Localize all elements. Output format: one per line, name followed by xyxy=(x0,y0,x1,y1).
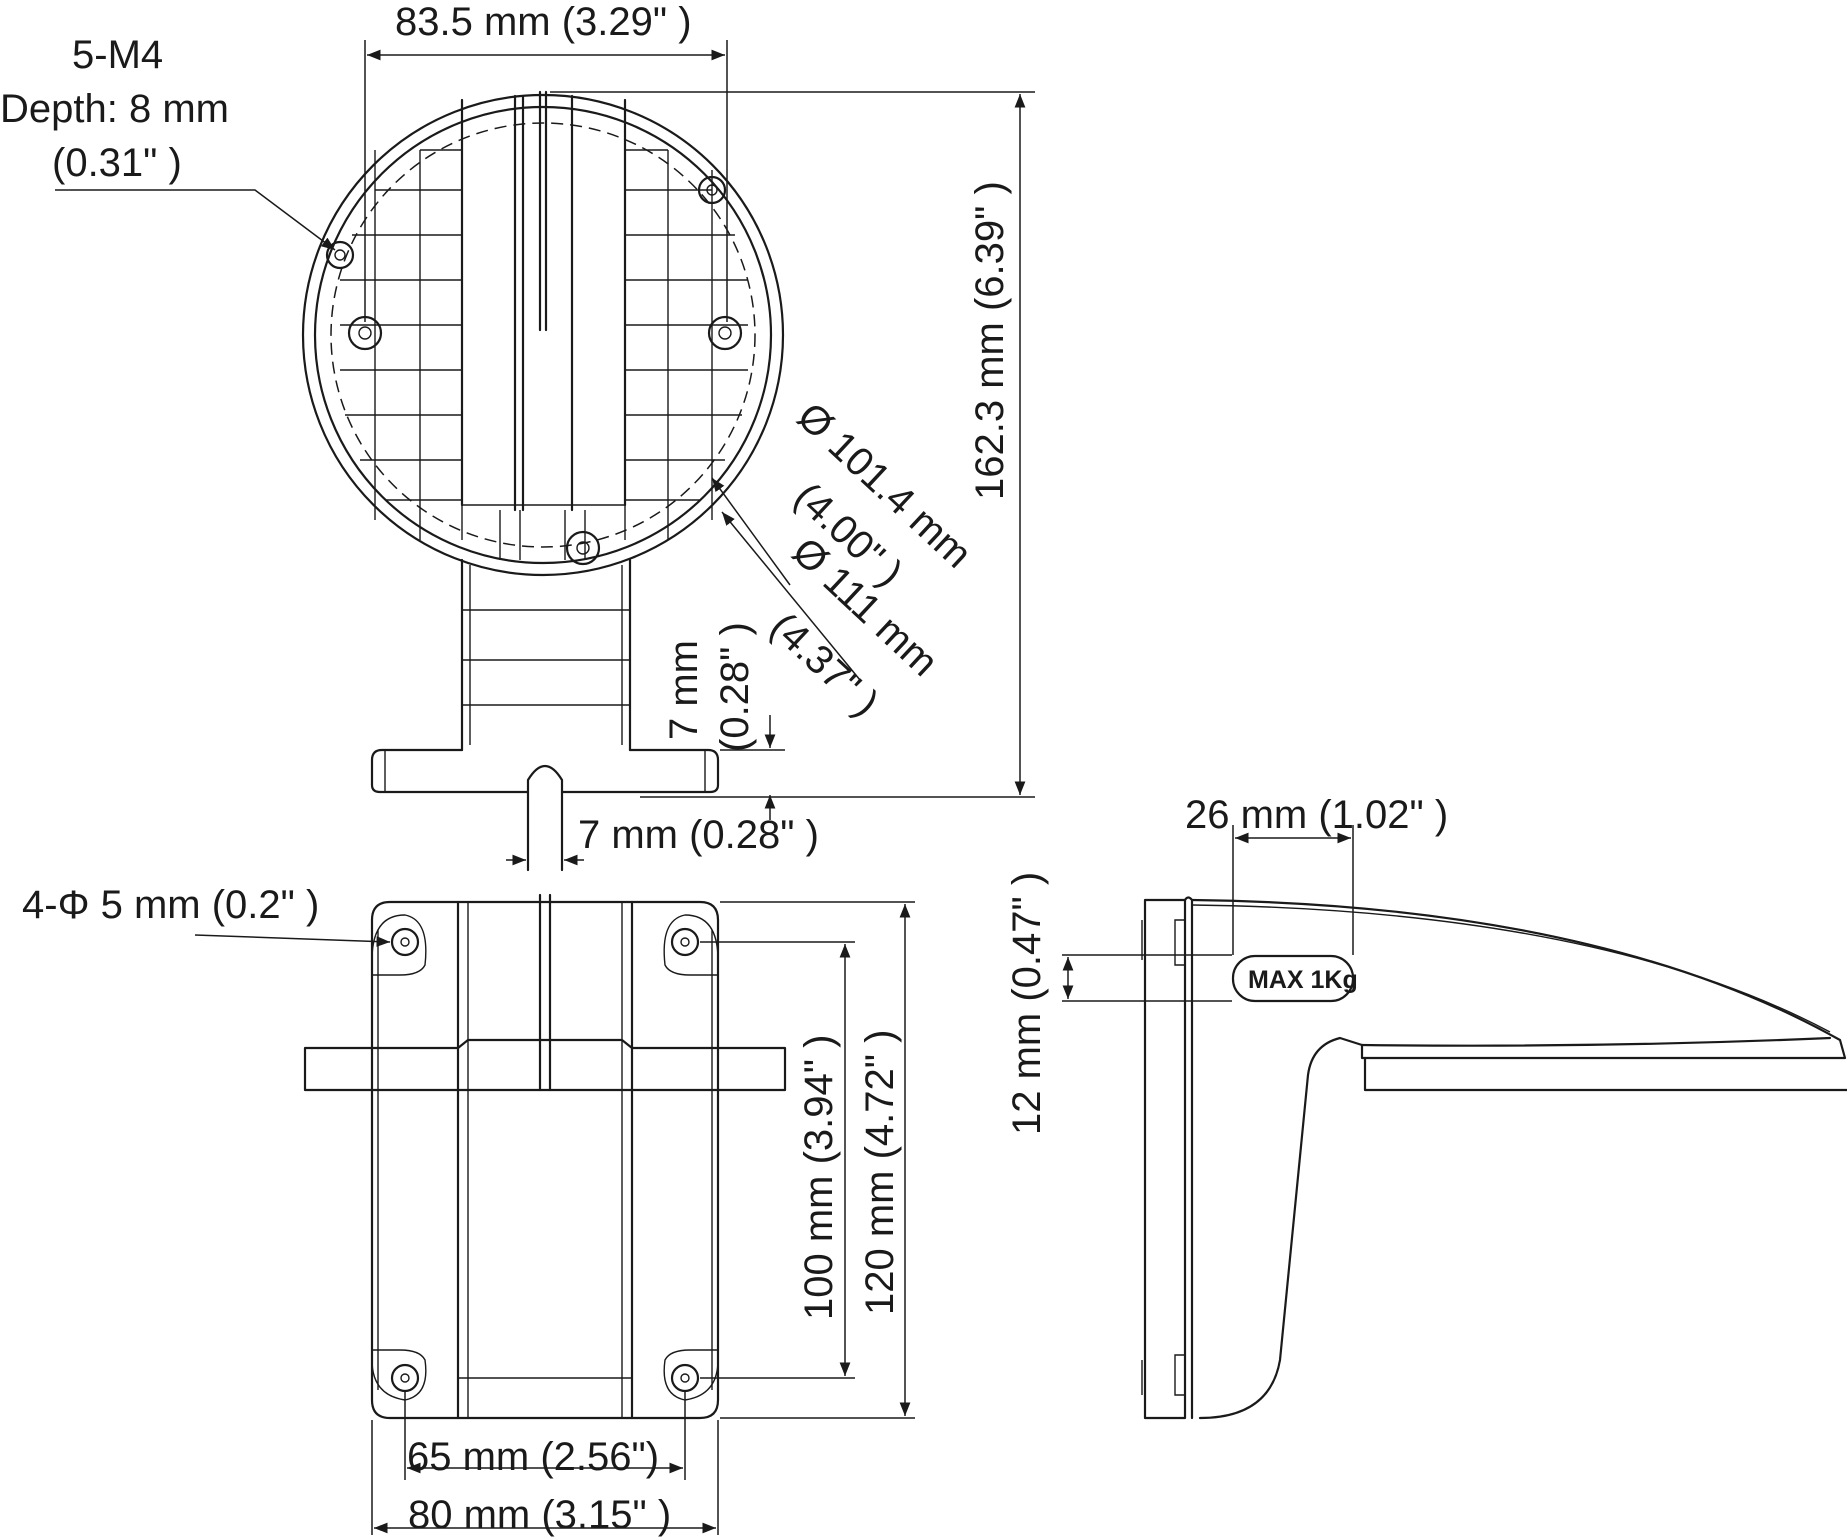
plate-width-label: 80 mm (3.15" ) xyxy=(408,1493,671,1537)
total-height-label: 162.3 mm (6.39" ) xyxy=(968,181,1012,500)
thread-depth-label: Depth: 8 mm xyxy=(0,87,229,131)
base-thickness-label: 7 mm xyxy=(662,640,706,740)
hole-spacing-v-label: 100 mm (3.94" ) xyxy=(797,1035,841,1320)
right-rib-grid xyxy=(624,149,748,540)
front-view: 4-Φ 5 mm (0.2" ) 100 mm (3.94" ) 120 mm … xyxy=(22,883,915,1537)
top-width-label: 83.5 mm (3.29" ) xyxy=(395,0,692,44)
outer-circle xyxy=(301,93,785,577)
crossbar xyxy=(303,1038,787,1092)
badge-width-label: 26 mm (1.02" ) xyxy=(1185,793,1448,837)
inner-circle xyxy=(313,105,773,565)
hole-spacing-h-label: 65 mm (2.56") xyxy=(407,1435,659,1479)
wall-plate xyxy=(370,900,720,1420)
pitch-circle xyxy=(330,122,756,548)
plate-height-label: 120 mm (4.72" ) xyxy=(858,1030,902,1315)
side-view: MAX 1Kg 26 mm (1.02" ) 12 mm (0.47" ) xyxy=(1005,793,1847,1420)
foot-plate xyxy=(370,748,720,872)
m4-holes xyxy=(325,175,743,566)
load-badge-label: MAX 1Kg xyxy=(1248,966,1358,994)
thread-spec-label: 5-M4 xyxy=(72,33,163,77)
load-badge xyxy=(1231,954,1355,1003)
slot-width-label: 7 mm (0.28" ) xyxy=(578,813,819,857)
holes-label: 4-Φ 5 mm (0.2" ) xyxy=(22,883,319,927)
top-view: 83.5 mm (3.29" ) 162.3 mm (6.39" ) 5-M4 … xyxy=(0,0,1035,872)
arm-stem xyxy=(460,558,632,752)
thread-depth-in-label: (0.31" ) xyxy=(52,141,182,185)
left-rib-grid xyxy=(340,149,463,540)
plate-holes xyxy=(371,914,719,1401)
center-ribs xyxy=(460,90,627,560)
badge-height-label: 12 mm (0.47" ) xyxy=(1005,872,1049,1135)
side-arm xyxy=(1190,898,1847,1420)
side-wall-plate xyxy=(1143,898,1187,1420)
base-thickness-in-label: (0.28" ) xyxy=(713,622,757,752)
